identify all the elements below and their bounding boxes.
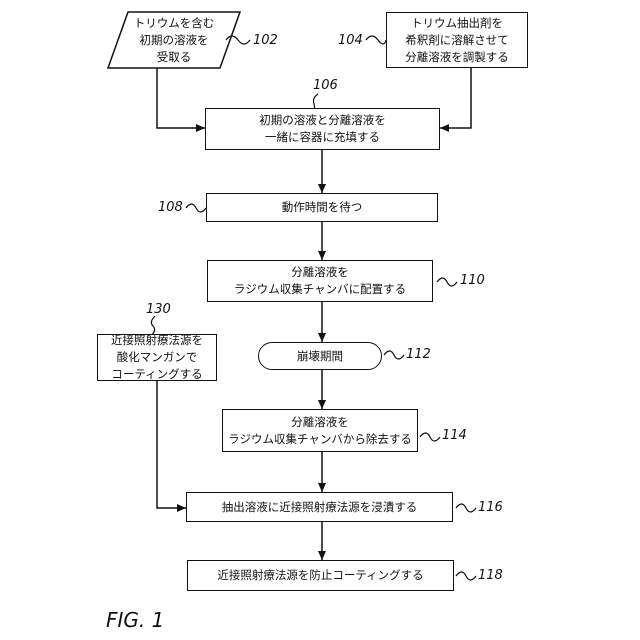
step-receive-initial-solution: トリウムを含む 初期の溶液を 受取る (118, 12, 230, 68)
ref-label-104: 104 (338, 33, 363, 48)
ref-label-130: 130 (146, 302, 171, 317)
step-130-line-1: 近接照射療法源を (111, 332, 203, 349)
step-decay-period: 崩壊期間 (258, 342, 382, 370)
leader-118 (456, 572, 476, 580)
step-114-line-2: ラジウム収集チャンバから除去する (228, 431, 412, 448)
ref-label-114: 114 (442, 428, 467, 443)
step-110-line-1: 分離溶液を (291, 264, 349, 281)
figure-label: FIG. 1 (106, 608, 164, 632)
step-130-line-2: 酸化マンガンで (117, 349, 198, 366)
ref-label-112: 112 (406, 347, 431, 362)
ref-label-116: 116 (478, 500, 503, 515)
step-immerse-source: 抽出溶液に近接照射療法源を浸漬する (186, 492, 453, 522)
leader-108 (186, 204, 206, 212)
leader-104 (366, 36, 386, 44)
ref-label-108: 108 (158, 200, 183, 215)
step-106-line-1: 初期の溶液と分離溶液を (259, 112, 386, 129)
ref-label-106: 106 (313, 78, 338, 93)
leader-116 (456, 504, 476, 512)
arrow-102-to-106 (157, 68, 205, 128)
step-102-line-1: トリウムを含む (134, 15, 215, 32)
step-wait-operation-time: 動作時間を待つ (206, 193, 438, 222)
step-fill-container: 初期の溶液と分離溶液を 一緒に容器に充填する (205, 108, 440, 150)
step-102-line-3: 受取る (157, 49, 192, 66)
step-130-line-3: コーティングする (111, 366, 202, 383)
leader-110 (437, 278, 457, 286)
leader-112 (384, 351, 404, 359)
arrow-104-to-106 (440, 68, 471, 128)
step-106-line-2: 一緒に容器に充填する (265, 129, 380, 146)
step-104-line-2: 希釈剤に溶解させて (405, 32, 509, 49)
step-104-line-1: トリウム抽出剤を (411, 15, 503, 32)
step-102-line-2: 初期の溶液を (140, 32, 209, 49)
step-remove-from-radium-chamber: 分離溶液を ラジウム収集チャンバから除去する (222, 409, 418, 452)
ref-label-110: 110 (460, 273, 485, 288)
ref-label-102: 102 (253, 33, 278, 48)
step-112-line-1: 崩壊期間 (297, 348, 343, 365)
ref-label-118: 118 (478, 568, 503, 583)
step-protective-coating: 近接照射療法源を防止コーティングする (187, 560, 454, 591)
step-118-line-1: 近接照射療法源を防止コーティングする (217, 567, 423, 584)
step-116-line-1: 抽出溶液に近接照射療法源を浸漬する (222, 499, 418, 516)
step-114-line-1: 分離溶液を (291, 414, 349, 431)
step-prepare-separation-solution: トリウム抽出剤を 希釈剤に溶解させて 分離溶液を調製する (386, 12, 528, 68)
step-coat-with-manganese-oxide: 近接照射療法源を 酸化マンガンで コーティングする (97, 334, 217, 381)
step-place-in-radium-chamber: 分離溶液を ラジウム収集チャンバに配置する (207, 260, 433, 302)
step-110-line-2: ラジウム収集チャンバに配置する (234, 281, 406, 298)
leader-114 (420, 433, 440, 441)
arrow-130-to-116 (157, 381, 186, 508)
step-104-line-3: 分離溶液を調製する (405, 49, 509, 66)
step-108-line-1: 動作時間を待つ (282, 199, 363, 216)
